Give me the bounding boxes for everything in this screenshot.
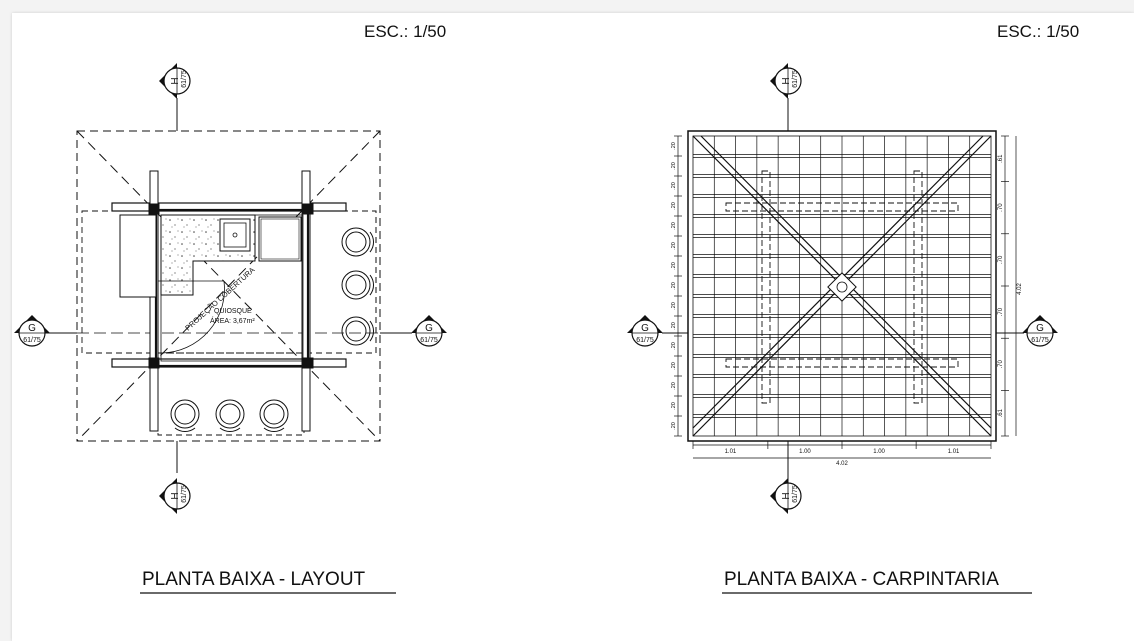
left-dim-label: .20 [671,182,677,190]
svg-text:61/75: 61/75 [792,485,799,503]
left-dim-label: .20 [671,222,677,230]
bottom-dim-label: 1.01 [948,449,960,455]
section-marker-g-right: G 61/75 [411,315,447,347]
svg-text:61/75: 61/75 [420,337,438,344]
stools-bottom [170,399,289,432]
svg-text:H: H [170,77,181,84]
section-marker-g-left: G 61/75 [14,315,50,347]
svg-text:61/75: 61/75 [636,337,654,344]
room-area: ÁREA: 3,67m² [210,316,255,325]
left-dim-label: .20 [671,142,677,150]
bottom-dimension-chain: 1.01 1.00 1.00 1.01 [692,441,992,455]
section-marker-h-top: H 61/75 [159,63,191,99]
beam-left [149,170,159,432]
left-dim-label: .20 [671,382,677,390]
rafters [713,136,971,436]
bottom-dim-label: 1.00 [873,449,885,455]
pillar [302,203,314,215]
right-dimension-chain: .61 .70 .70 .70 .70 .61 [998,135,1009,437]
section-marker-h-bottom-right: H 61/75 [770,478,802,514]
bottom-dim-label: 1.01 [725,449,737,455]
svg-text:61/75: 61/75 [181,485,188,503]
pillar [302,357,314,369]
left-dim-label: .20 [671,162,677,170]
left-dim-label: .20 [671,242,677,250]
left-dim-label: .20 [671,302,677,310]
drawing-title-carpintaria: PLANTA BAIXA - CARPINTARIA [724,569,999,590]
section-marker-h-top-right: H 61/75 [770,63,802,99]
pillar [148,203,160,215]
right-dim-label: .61 [998,408,1004,417]
svg-text:61/75: 61/75 [23,337,41,344]
left-dim-label: .20 [671,402,677,410]
drawing-canvas: ESC.: 1/50 [14,22,1079,594]
drawing-title-layout: PLANTA BAIXA - LAYOUT [142,569,366,590]
left-dim-label: .20 [671,322,677,330]
svg-text:61/75: 61/75 [792,70,799,88]
roof-diagonal [76,130,381,442]
roof-projection-outline [76,130,381,442]
ridge-hub [827,272,857,302]
left-dim-label: .20 [671,262,677,270]
left-dimension-chain: .20 .20 .20 .20 .20 .20 .20 .20 .20 .20 .20 .20 .20.… [671,135,682,437]
right-dim-label: .61 [998,154,1004,163]
layout-plan: ESC.: 1/50 [14,22,447,594]
svg-text:G: G [1036,323,1044,334]
left-dim-label: .20 [671,362,677,370]
left-dim-label: .20 [671,342,677,350]
right-total-dim: 4.02 [1017,283,1023,295]
right-dim-label: .70 [998,203,1004,212]
section-marker-g-left-right: G 61/75 [627,315,663,347]
svg-text:H: H [170,492,181,499]
left-dim-label: .20 [671,422,677,430]
svg-text:G: G [425,323,433,334]
beam-right [301,170,311,432]
drawing-sheet: ESC.: 1/50 [12,13,1134,641]
section-marker-g-right-right: G 61/75 [1022,315,1058,347]
stools-right [341,227,374,346]
svg-text:61/75: 61/75 [1031,337,1049,344]
right-dim-label: .70 [998,255,1004,264]
svg-text:H: H [781,77,792,84]
left-dim-label: .20 [671,202,677,210]
bottom-dim-label: 1.00 [799,449,811,455]
svg-text:H: H [781,492,792,499]
section-marker-h-bottom: H 61/75 [159,478,191,514]
bottom-total-dim: 4.02 [836,461,848,467]
svg-text:G: G [28,323,36,334]
left-dim-label: .20 [671,282,677,290]
svg-text:G: G [641,323,649,334]
side-counter [119,214,157,298]
scale-note-right: ESC.: 1/50 [997,22,1079,41]
scale-note-left: ESC.: 1/50 [364,22,446,41]
room-name: QUIOSQUE [214,308,252,315]
svg-text:61/75: 61/75 [181,70,188,88]
right-dim-label: .70 [998,360,1004,369]
carpintaria-plan: ESC.: 1/50 .20.20.20.20.20.20.20.20.2 [627,22,1079,594]
pillar [148,357,160,369]
right-dim-label: .70 [998,307,1004,316]
